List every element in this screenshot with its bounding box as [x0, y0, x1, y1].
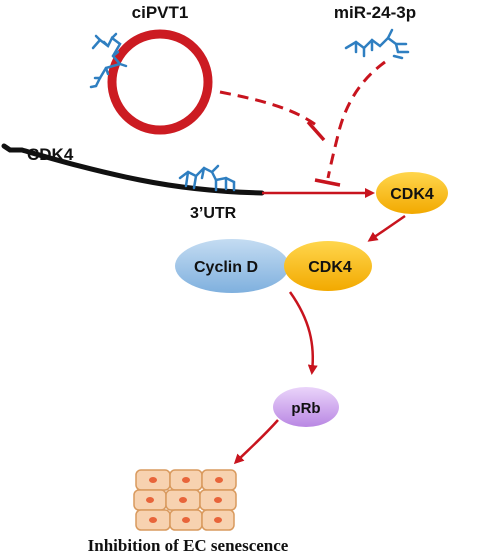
circrna-label: ciPVT1 — [132, 3, 189, 22]
outcome-caption: Inhibition of EC senescence — [88, 536, 289, 555]
mirna-label: miR-24-3p — [334, 3, 416, 22]
circrna-inhibition-bar — [306, 120, 326, 142]
phosphorylation-arrow — [288, 291, 318, 375]
cdk4-mrna-strand — [1, 143, 265, 196]
mirna-on-ring-icon — [89, 32, 128, 89]
cell-nuclei — [146, 477, 223, 523]
cdk4-protein — [376, 172, 448, 214]
cdk4-protein-label: CDK4 — [390, 186, 434, 203]
cyclin-d — [175, 239, 289, 293]
mirna-on-utr-icon — [178, 164, 236, 192]
mirna-free-icon — [344, 28, 410, 60]
cyclin-label: Cyclin D — [194, 259, 258, 276]
circrna-ring — [107, 29, 213, 135]
mirna-inhibition-line — [326, 60, 386, 179]
circrna-inhibition-line — [219, 90, 321, 130]
mirna-inhibition-bar — [314, 178, 341, 187]
gene-label: CDK4 — [27, 145, 74, 164]
senescence-arrow — [233, 419, 279, 465]
cdk4-in-complex — [284, 241, 372, 291]
utr-label: 3’UTR — [190, 205, 237, 222]
prb-label: pRb — [291, 400, 320, 417]
prb — [273, 387, 339, 427]
cdk4-complex-label: CDK4 — [308, 259, 352, 276]
binding-arrow — [367, 214, 406, 242]
